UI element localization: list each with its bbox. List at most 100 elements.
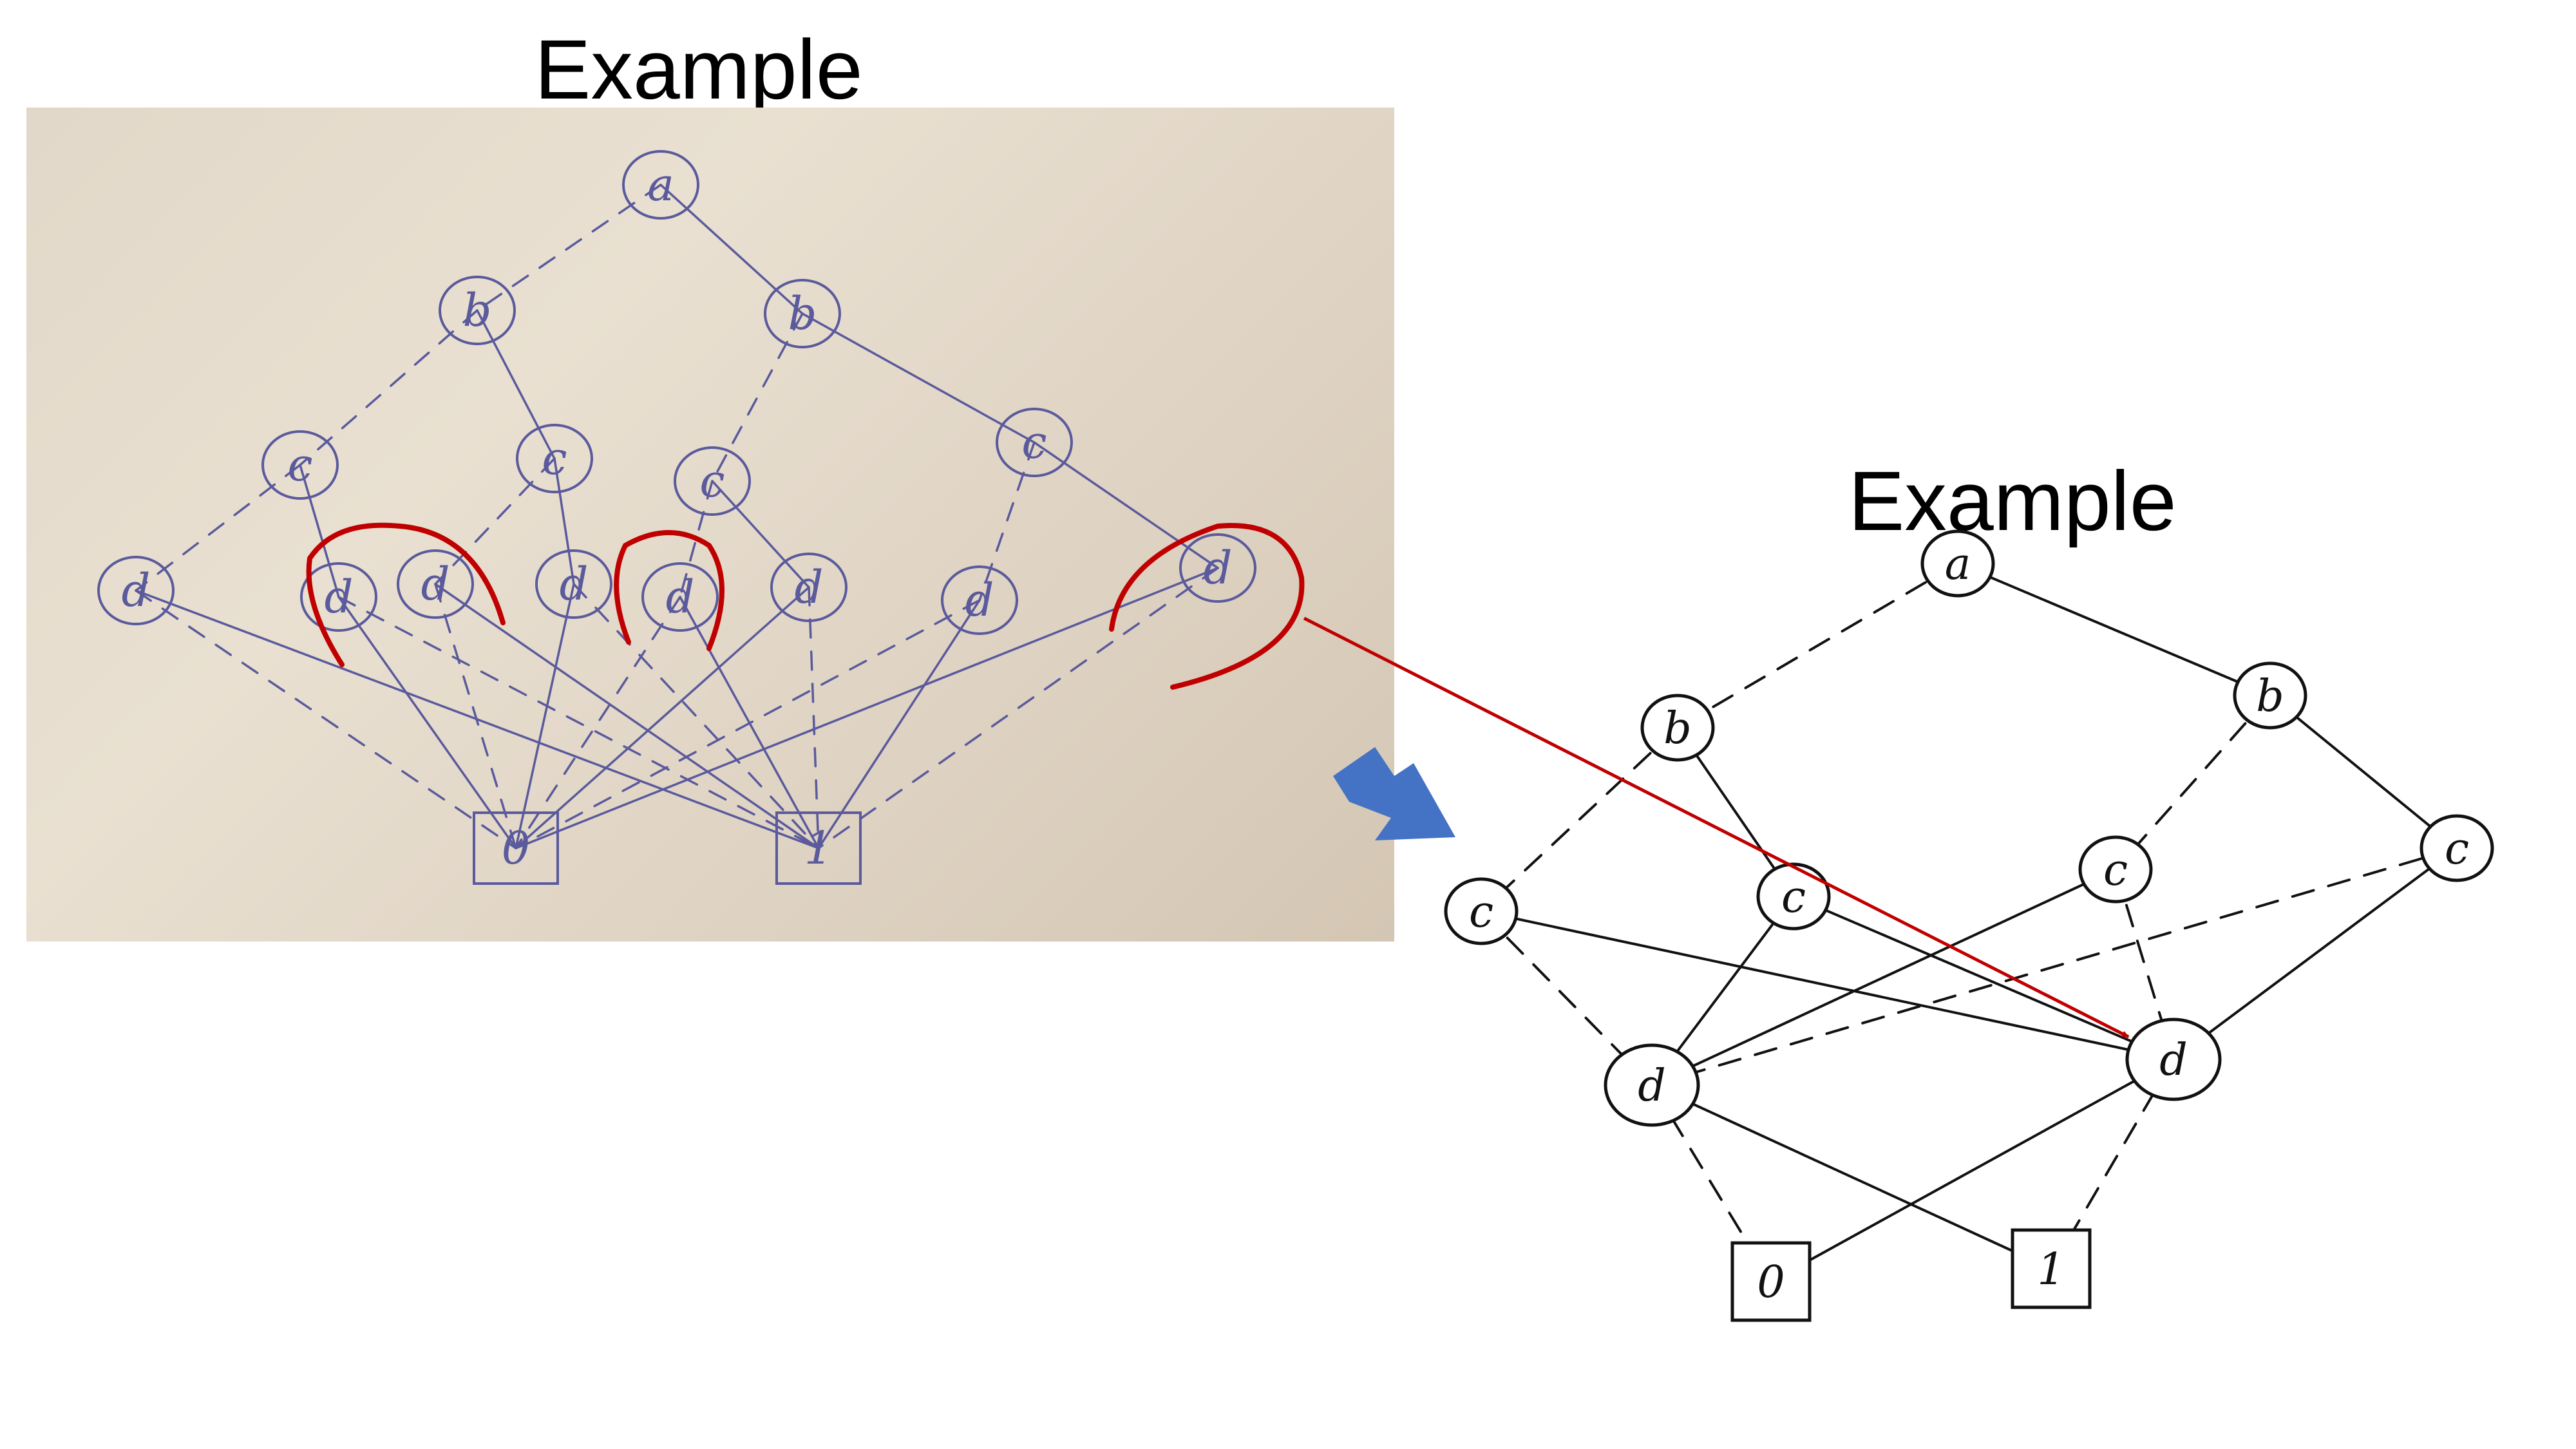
- photo-edge-a-b2: [659, 184, 804, 315]
- reduced-edge-a-bR: [1956, 562, 2271, 697]
- reduced-edge-a-bL: [1676, 562, 1959, 729]
- photo-edge-c1-d2: [299, 464, 340, 598]
- photo-node-d3: d: [397, 549, 474, 619]
- photo-edge-d3-t0: [434, 583, 517, 849]
- reduced-edge-cM-dR: [1792, 895, 2175, 1061]
- reduced-graph-canvas: a b b c c c c d d 0 1: [1444, 529, 2494, 1322]
- reduced-edge-cR2-dL: [1651, 847, 2458, 1086]
- photo-node-label: 1: [804, 822, 833, 875]
- photo-edge-d7-t0: [515, 599, 981, 849]
- photo-edge-d4-t1: [573, 583, 820, 849]
- reduced-node-bR: b: [2233, 661, 2307, 730]
- reduced-edge-dR-t0: [1770, 1058, 2175, 1283]
- photo-edge-d8-t1: [817, 567, 1219, 849]
- reduced-node-label: b: [2256, 671, 2284, 722]
- reduced-node-t0: 0: [1730, 1241, 1812, 1322]
- photo-edge-b1-c2: [476, 309, 556, 460]
- photo-node-label: d: [421, 558, 450, 611]
- photo-node-label: b: [463, 284, 492, 337]
- reduced-node-dR: d: [2125, 1018, 2222, 1101]
- reduced-node-cL: c: [1444, 877, 1519, 945]
- photo-edge-d4-t0: [515, 583, 575, 849]
- reduced-node-label: c: [2103, 845, 2128, 896]
- reduced-node-label: c: [1781, 872, 1806, 923]
- photo-node-t1: 1: [775, 811, 862, 885]
- reduced-node-t1: 1: [2011, 1228, 2092, 1309]
- reduced-edge-cR1-dL: [1651, 868, 2117, 1086]
- photo-edge-d6-t0: [515, 586, 810, 849]
- photo-node-c3: c: [674, 446, 751, 516]
- photo-edge-d3-t1: [434, 583, 820, 849]
- reduced-node-label: d: [1638, 1061, 1666, 1112]
- photo-node-b2: b: [764, 279, 841, 348]
- photo-node-t0: 0: [473, 811, 559, 885]
- reduced-node-cR1: c: [2078, 835, 2153, 904]
- photo-node-label: c: [287, 439, 312, 491]
- photo-edge-c4-d7: [978, 441, 1036, 601]
- photo-edge-b1-c1: [299, 309, 478, 466]
- reduced-edge-dL-t1: [1651, 1084, 2052, 1270]
- reduced-node-a: a: [1920, 529, 1995, 598]
- photo-node-label: b: [788, 287, 817, 340]
- photo-node-label: c: [699, 455, 724, 507]
- highlight-circle-2: [614, 530, 724, 651]
- reduced-edge-bL-cL: [1480, 726, 1679, 913]
- photo-graph-canvas: a b b c c c c d d d d d d d d 0 1: [97, 150, 1305, 885]
- photo-node-b1: b: [439, 276, 516, 345]
- slide-title-left: Example: [535, 22, 863, 117]
- photo-node-a: a: [622, 150, 699, 220]
- reduced-node-label: c: [2445, 824, 2469, 875]
- photo-node-label: d: [965, 574, 994, 627]
- photo-node-d2: d: [300, 562, 377, 632]
- reduced-edge-bR-cR1: [2114, 694, 2271, 871]
- photo-node-label: d: [795, 561, 824, 614]
- reduced-node-dL: d: [1604, 1043, 1700, 1127]
- slide-title-right: Example: [1848, 453, 2177, 548]
- reduced-node-cM: c: [1756, 862, 1831, 931]
- photo-node-label: d: [666, 571, 695, 623]
- reduced-edge-cL-dR: [1480, 910, 2175, 1061]
- photo-edge-c3-d6: [711, 480, 810, 589]
- highlight-circle-3: [1109, 523, 1305, 690]
- photo-node-d4: d: [535, 549, 612, 619]
- photo-edge-d2-t1: [337, 596, 820, 849]
- photo-edge-d5-t0: [515, 596, 681, 849]
- photo-node-c4: c: [996, 408, 1073, 477]
- photo-node-d5: d: [641, 562, 719, 632]
- reduced-node-label: c: [1469, 887, 1493, 938]
- photo-node-label: d: [1204, 542, 1233, 594]
- photo-hand-drawn-graph: a b b c c c c d d d d d d d d 0 1: [26, 108, 1394, 942]
- photo-node-label: a: [647, 158, 674, 211]
- photo-edge-d1-t0: [135, 589, 517, 849]
- highlight-circle-1: [306, 522, 506, 667]
- reduced-node-label: 1: [2037, 1244, 2065, 1295]
- reduced-node-bL: b: [1640, 694, 1715, 762]
- photo-edge-b2-c3: [711, 312, 804, 482]
- photo-node-label: 0: [502, 822, 531, 875]
- photo-edge-c2-d4: [553, 457, 575, 585]
- photo-node-d8: d: [1179, 533, 1256, 603]
- reduced-node-label: d: [2159, 1035, 2188, 1086]
- photo-node-d6: d: [770, 553, 848, 622]
- transition-arrow: [1333, 747, 1455, 840]
- reduced-node-cR2: c: [2420, 814, 2494, 882]
- photo-node-c1: c: [261, 430, 339, 500]
- photo-edge-d6-t1: [808, 586, 820, 849]
- photo-node-d1: d: [97, 556, 175, 625]
- photo-node-label: d: [122, 564, 151, 617]
- photo-node-label: c: [542, 432, 567, 485]
- photo-edge-b2-c4: [801, 312, 1036, 444]
- photo-node-label: c: [1021, 416, 1046, 469]
- reduced-node-label: b: [1663, 703, 1692, 754]
- mapping-arrow: [1303, 616, 2130, 1039]
- photo-edge-c2-d3: [434, 457, 556, 585]
- photo-node-d7: d: [941, 565, 1018, 635]
- reduced-edge-bR-cR2: [2269, 694, 2458, 849]
- photo-node-label: d: [325, 571, 354, 623]
- reduced-edge-cR2-dR: [2172, 847, 2458, 1061]
- reduced-node-label: 0: [1757, 1257, 1785, 1308]
- photo-edge-c1-d1: [135, 464, 301, 592]
- reduced-node-label: a: [1945, 539, 1971, 590]
- photo-edge-c3-d5: [679, 480, 714, 598]
